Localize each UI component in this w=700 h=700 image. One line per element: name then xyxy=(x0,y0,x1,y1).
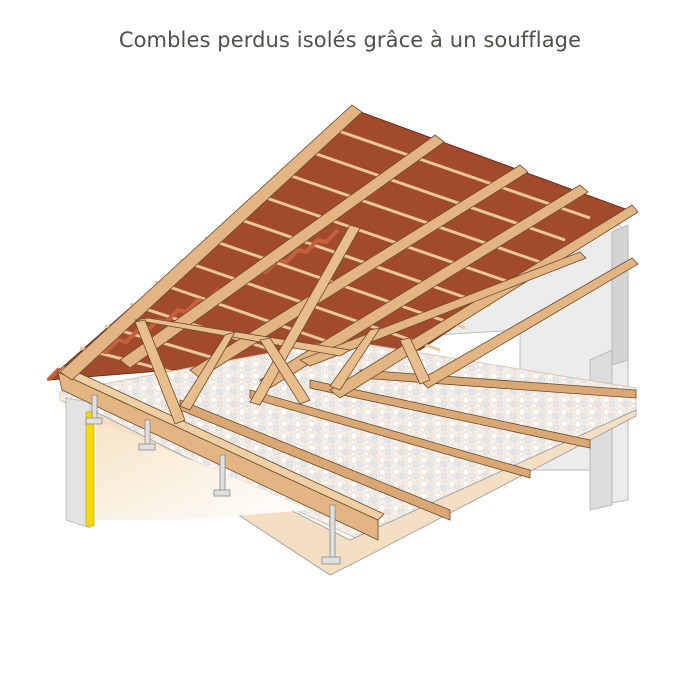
rafters xyxy=(59,104,639,399)
ceiling-joists xyxy=(57,365,637,541)
left-wall xyxy=(65,397,95,529)
yellow-strip xyxy=(85,411,95,527)
joist-hangers xyxy=(85,394,341,565)
diagram-title: Combles perdus isolés grâce à un souffla… xyxy=(118,28,582,52)
truss-webs xyxy=(134,224,431,425)
